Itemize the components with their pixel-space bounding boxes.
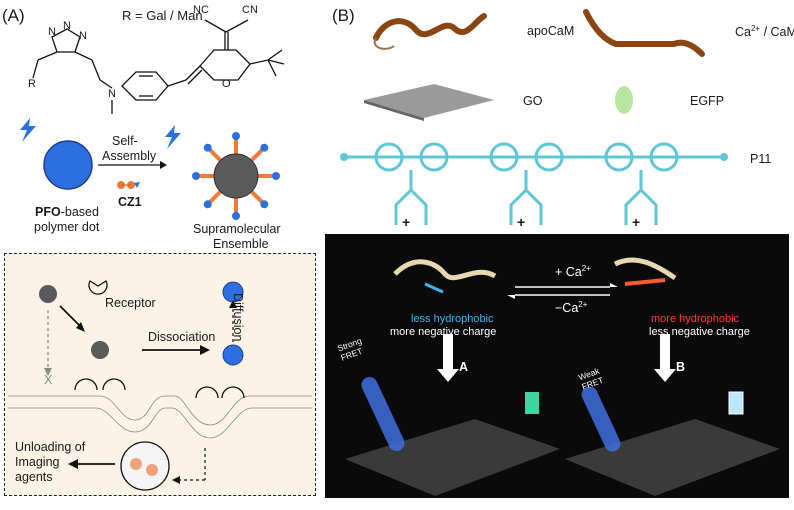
- self-assembly-line2: Assembly: [102, 149, 157, 163]
- cell-membrane-graphics: [8, 280, 312, 491]
- cacam-sup: 2+: [750, 24, 761, 33]
- plus-ca-label: + Ca2+: [555, 264, 591, 279]
- triazole-n3: N: [79, 30, 87, 42]
- plus-ca-text: + Ca: [555, 265, 582, 280]
- pfo-label: PFO-based: [35, 205, 99, 219]
- unloading-line2: Imaging: [15, 455, 60, 469]
- ensemble-dye: [203, 143, 212, 152]
- ensemble-arm: [250, 190, 265, 205]
- ensemble-dye: [260, 200, 269, 209]
- assembly-graphics: [20, 118, 280, 220]
- unloading-line1: Unloading of: [15, 440, 86, 454]
- cacam-label: Ca2+ / CaM: [735, 24, 794, 39]
- pfo-rest: -based: [60, 205, 99, 219]
- ensemble-dye: [272, 172, 280, 180]
- r-atom: R: [28, 78, 36, 90]
- right-hydrophobic-label: more hydrophobic: [651, 313, 739, 325]
- arrow-b-label: B: [676, 360, 686, 374]
- ensemble-arm: [207, 190, 222, 205]
- go-label: GO: [523, 94, 543, 108]
- cz1-label: CZ1: [118, 195, 142, 209]
- receptor-label: Receptor: [105, 296, 156, 310]
- left-less: less: [411, 313, 431, 325]
- x-mark: X: [44, 373, 53, 387]
- arrow-a-label: A: [459, 360, 469, 374]
- left-hydrophobic-label: less hydrophobic: [411, 313, 494, 325]
- plus-charge-3: +: [632, 214, 641, 230]
- right-more: more: [651, 313, 677, 325]
- cacam-rest: / CaM: [760, 25, 794, 40]
- unloading-line3: agents: [15, 470, 53, 484]
- ensemble-dye: [232, 132, 240, 140]
- triazole-n1: N: [48, 26, 56, 38]
- ensemble-line1: Supramolecular: [193, 222, 281, 236]
- cn-label: CN: [242, 4, 258, 16]
- ensemble-dye: [232, 212, 240, 220]
- plus-charge-1: +: [402, 214, 411, 230]
- minus-ca-text: −Ca: [555, 301, 579, 316]
- left-charge-label: more negative charge: [390, 326, 497, 338]
- diffusion-label: Diffusion: [231, 293, 245, 342]
- ensemble-dye: [192, 172, 200, 180]
- ensemble-line2: Ensemble: [213, 237, 269, 251]
- ensemble-arm: [207, 147, 222, 162]
- cacam-ca: Ca: [735, 25, 751, 40]
- apocam-label: apoCaM: [527, 24, 575, 38]
- panel-b-label: (B): [332, 6, 355, 25]
- self-assembly-line1: Self-: [112, 134, 138, 148]
- protein-and-polymer-graphics: [340, 9, 728, 225]
- polymer-dot-label: polymer dot: [34, 220, 100, 234]
- minus-ca-sup: 2+: [578, 300, 588, 309]
- amine-n: N: [108, 88, 116, 100]
- ensemble-dye: [260, 143, 269, 152]
- panel-a-label: (A): [2, 6, 25, 25]
- chemical-structure: [32, 19, 285, 114]
- dissociation-label: Dissociation: [148, 330, 216, 344]
- right-charge-label: less negative charge: [649, 326, 750, 338]
- egfp-label: EGFP: [690, 94, 725, 108]
- pfo-bold: PFO: [35, 205, 61, 219]
- plus-ca-sup: 2+: [581, 264, 591, 273]
- fret-panel-graphics: [345, 257, 780, 496]
- right-hydrophobic: hydrophobic: [679, 313, 740, 325]
- p11-label: P11: [750, 152, 772, 166]
- r-group-label: R = Gal / Man: [122, 8, 203, 23]
- triazole-n2: N: [63, 20, 71, 32]
- minus-ca-label: −Ca2+: [555, 300, 587, 315]
- ensemble-arm: [250, 147, 265, 162]
- plus-charge-2: +: [517, 214, 526, 230]
- left-hydrophobic: hydrophobic: [433, 313, 494, 325]
- pyran-o: O: [222, 78, 231, 90]
- ensemble-dye: [203, 200, 212, 209]
- nc-label: NC: [193, 4, 209, 16]
